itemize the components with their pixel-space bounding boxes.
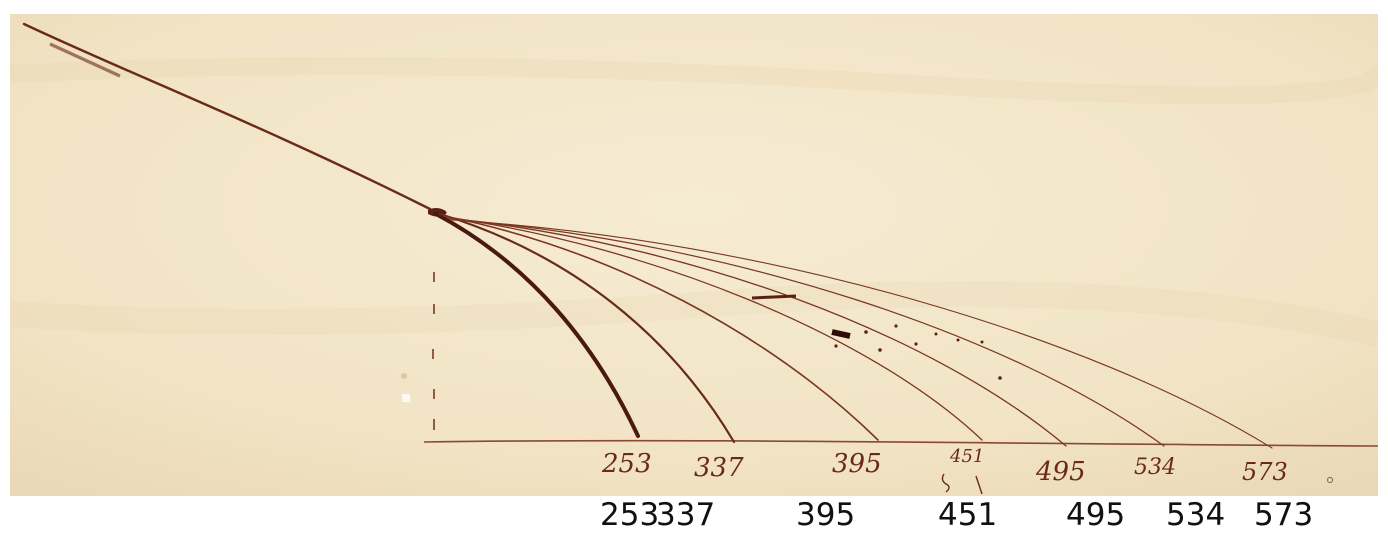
curve-451 (445, 216, 983, 441)
paper-texture (10, 281, 1378, 347)
handwritten-label: 495 (1035, 457, 1086, 487)
trajectory-main-line (22, 22, 432, 211)
handwritten-label: 253 (601, 449, 652, 479)
transcribed-label: 253 (600, 497, 660, 533)
dotted-marks (834, 324, 1002, 380)
ink-speck (401, 373, 407, 379)
ink-smudge (49, 42, 121, 78)
ink-speck (1327, 477, 1333, 483)
transcribed-label: 495 (1066, 497, 1126, 533)
transcribed-label: 395 (796, 497, 856, 533)
transcribed-label: 451 (938, 497, 998, 533)
ink-blot (831, 329, 851, 339)
transcribed-label: 573 (1254, 497, 1314, 533)
transcription-row: 253 337 395 451 495 534 573 (0, 496, 1388, 534)
handwritten-label: 451 (949, 446, 984, 467)
handwritten-label: 395 (832, 449, 882, 479)
paper-spot (402, 394, 410, 402)
paper-texture (10, 57, 1378, 105)
curve-337 (438, 212, 736, 444)
curve-395 (443, 215, 879, 441)
ink-flourish (941, 473, 983, 495)
curve-253 (434, 212, 640, 438)
curve-573 (451, 219, 1273, 449)
paper-background (10, 14, 1378, 496)
handwritten-label: 573 (1242, 458, 1288, 486)
curve-534 (449, 218, 1165, 447)
transcribed-label: 337 (656, 497, 716, 533)
handwritten-label: 337 (694, 453, 744, 483)
manuscript-drawing: 253 337 395 451 495 534 573 (10, 14, 1378, 496)
ink-dash (751, 294, 797, 300)
manuscript-image: 253 337 395 451 495 534 573 (10, 14, 1378, 496)
transcribed-label: 534 (1166, 497, 1226, 533)
handwritten-label: 534 (1134, 455, 1176, 480)
curve-495 (447, 217, 1067, 447)
baseline (423, 439, 1378, 447)
vertical-dashed-line (432, 272, 435, 430)
